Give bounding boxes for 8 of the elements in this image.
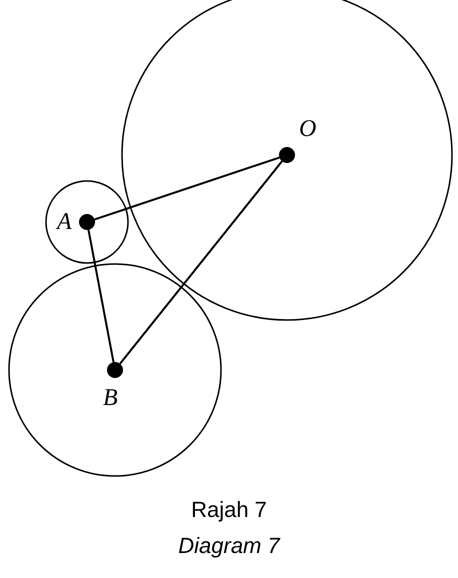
caption: Rajah 7 — [190, 497, 268, 523]
line-segment — [119, 160, 283, 364]
point-label: O — [299, 117, 316, 141]
point-label: B — [103, 386, 118, 410]
caption: Diagram 7 — [177, 533, 282, 559]
line-segment — [94, 156, 280, 220]
point-label: A — [57, 210, 72, 234]
line-segment — [88, 230, 114, 362]
